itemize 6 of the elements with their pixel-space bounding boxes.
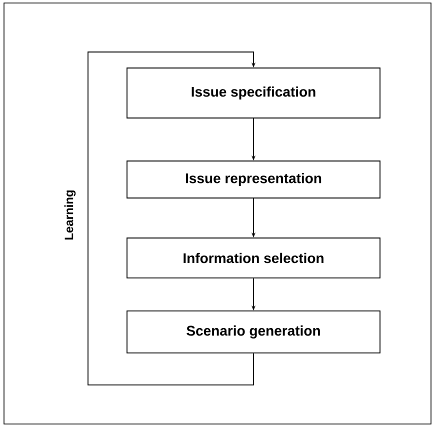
- edge-label: Learning: [64, 190, 76, 240]
- feedback-arrow: [88, 52, 256, 386]
- process-box: Issue representation: [126, 160, 380, 198]
- process-box: Scenario generation: [126, 310, 380, 354]
- process-box: Issue specification: [126, 68, 380, 118]
- process-box: Information selection: [126, 238, 380, 278]
